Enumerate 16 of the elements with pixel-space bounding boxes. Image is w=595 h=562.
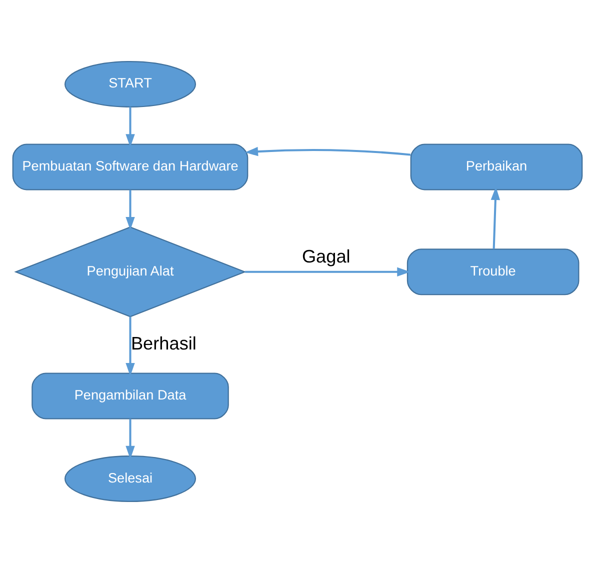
arrow (126, 189, 135, 230)
edge-label: Gagal (302, 246, 350, 266)
arrow (126, 316, 135, 376)
edge-label: Berhasil (130, 332, 196, 353)
node-box: Trouble (406, 248, 580, 295)
arrow (245, 266, 410, 276)
arrow (490, 186, 500, 249)
node-ellipse: Selesai (64, 455, 196, 502)
node-box: Pembuatan Software dan Hardware (12, 143, 248, 190)
node-box: Perbaikan (410, 143, 583, 190)
arrow (244, 146, 411, 156)
node-ellipse: START (64, 60, 196, 107)
node-diamond: Pengujian Alat (14, 226, 246, 317)
node-box: Pengambilan Data (32, 372, 229, 419)
arrow (126, 106, 135, 147)
arrow (126, 418, 135, 459)
